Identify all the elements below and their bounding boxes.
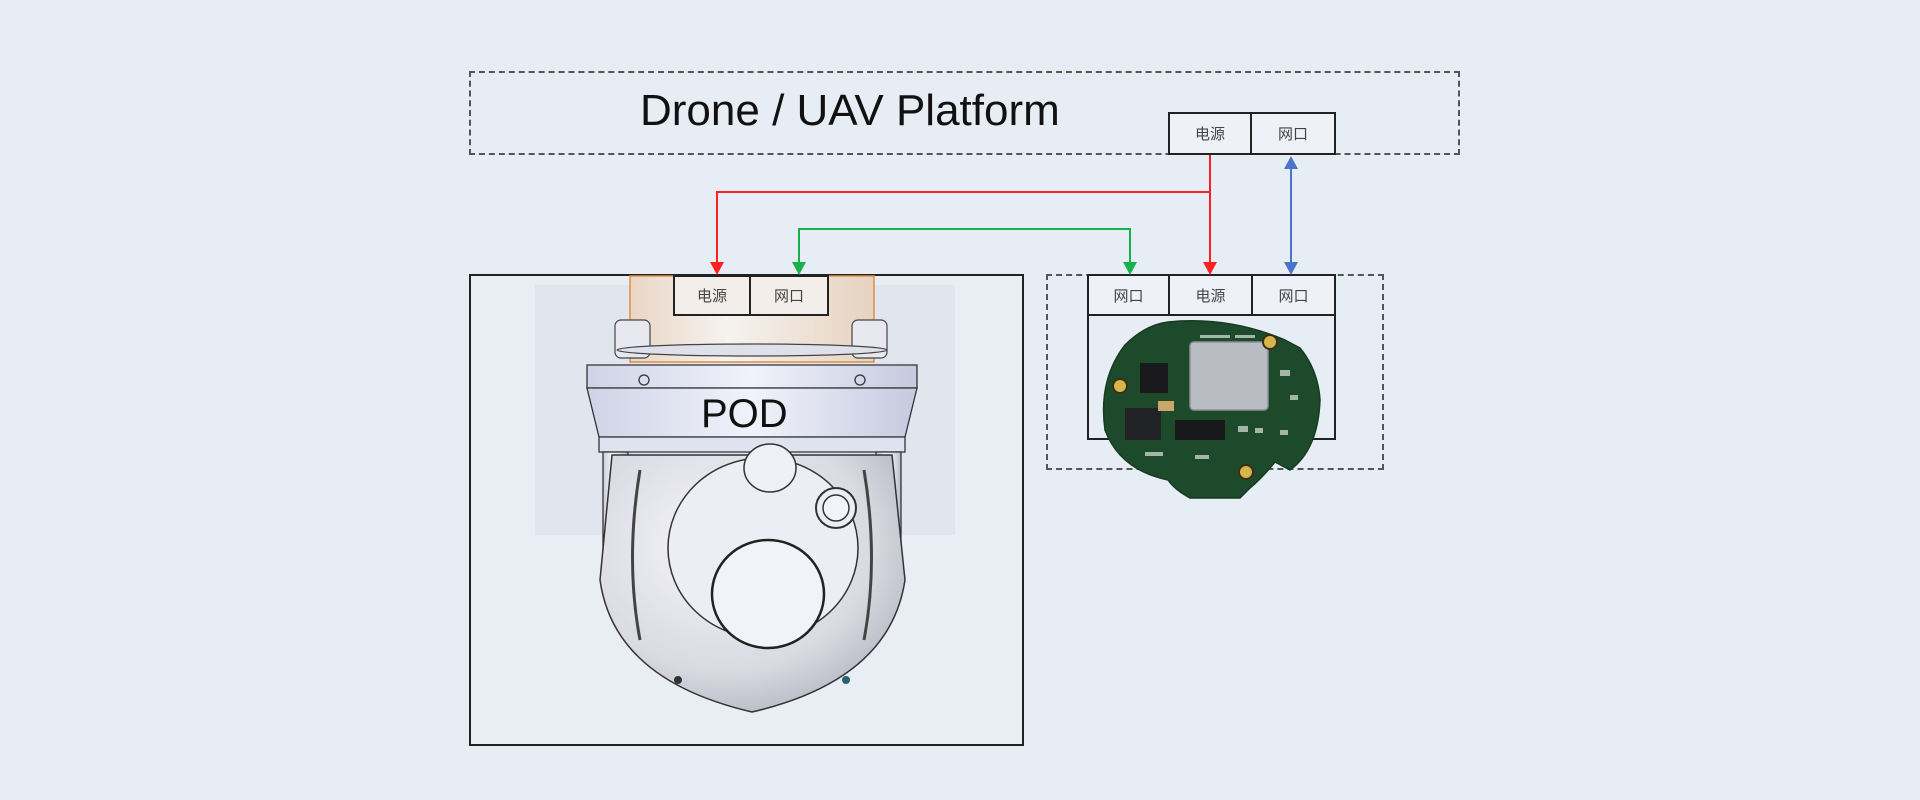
arrow-ethernet-platform-icon: [1284, 156, 1298, 169]
platform-ethernet-port[interactable]: 网口: [1252, 112, 1336, 155]
pod-ethernet-port[interactable]: 网口: [751, 275, 829, 316]
platform-box: [469, 71, 1460, 155]
platform-ports: 电源 网口: [1168, 112, 1336, 155]
pod-main-lens: [710, 538, 826, 650]
ethernet-line-pod-board: [798, 228, 1131, 263]
pod-flange: [616, 343, 888, 357]
pod-label: POD: [701, 392, 788, 436]
arrow-ethernet-pod-icon: [792, 262, 806, 275]
pcb-mount-hole-3: [1238, 464, 1254, 480]
board-ethernet-port-left[interactable]: 网口: [1087, 274, 1170, 316]
board-ports: 网口 电源 网口: [1087, 274, 1336, 316]
arrow-power-board-icon: [1203, 262, 1217, 275]
ethernet-platform-board-connection: [1284, 156, 1298, 275]
board-power-port[interactable]: 电源: [1170, 274, 1253, 316]
power-connection: [710, 155, 1217, 275]
pcb-shield-can: [1189, 341, 1269, 411]
board-ethernet-port-right[interactable]: 网口: [1253, 274, 1336, 316]
arrow-power-pod-icon: [710, 262, 724, 275]
pcb-chip-3: [1175, 420, 1225, 440]
platform-power-port[interactable]: 电源: [1168, 112, 1252, 155]
platform-title: Drone / UAV Platform: [640, 86, 1060, 135]
pcb-mount-hole-1: [1262, 334, 1278, 350]
pcb-capacitor: [1158, 401, 1174, 411]
ethernet-pod-board-connection: [792, 228, 1137, 275]
arrow-ethernet-board-icon: [1123, 262, 1137, 275]
arrow-ethernet-board-right-icon: [1284, 262, 1298, 275]
pcb-mount-hole-2: [1112, 378, 1128, 394]
pod-ports: 电源 网口: [673, 275, 829, 316]
power-line-to-pod: [716, 155, 1211, 263]
pod-power-port[interactable]: 电源: [673, 275, 751, 316]
pcb-chip-1: [1140, 363, 1168, 393]
pcb-chip-2: [1125, 408, 1161, 440]
